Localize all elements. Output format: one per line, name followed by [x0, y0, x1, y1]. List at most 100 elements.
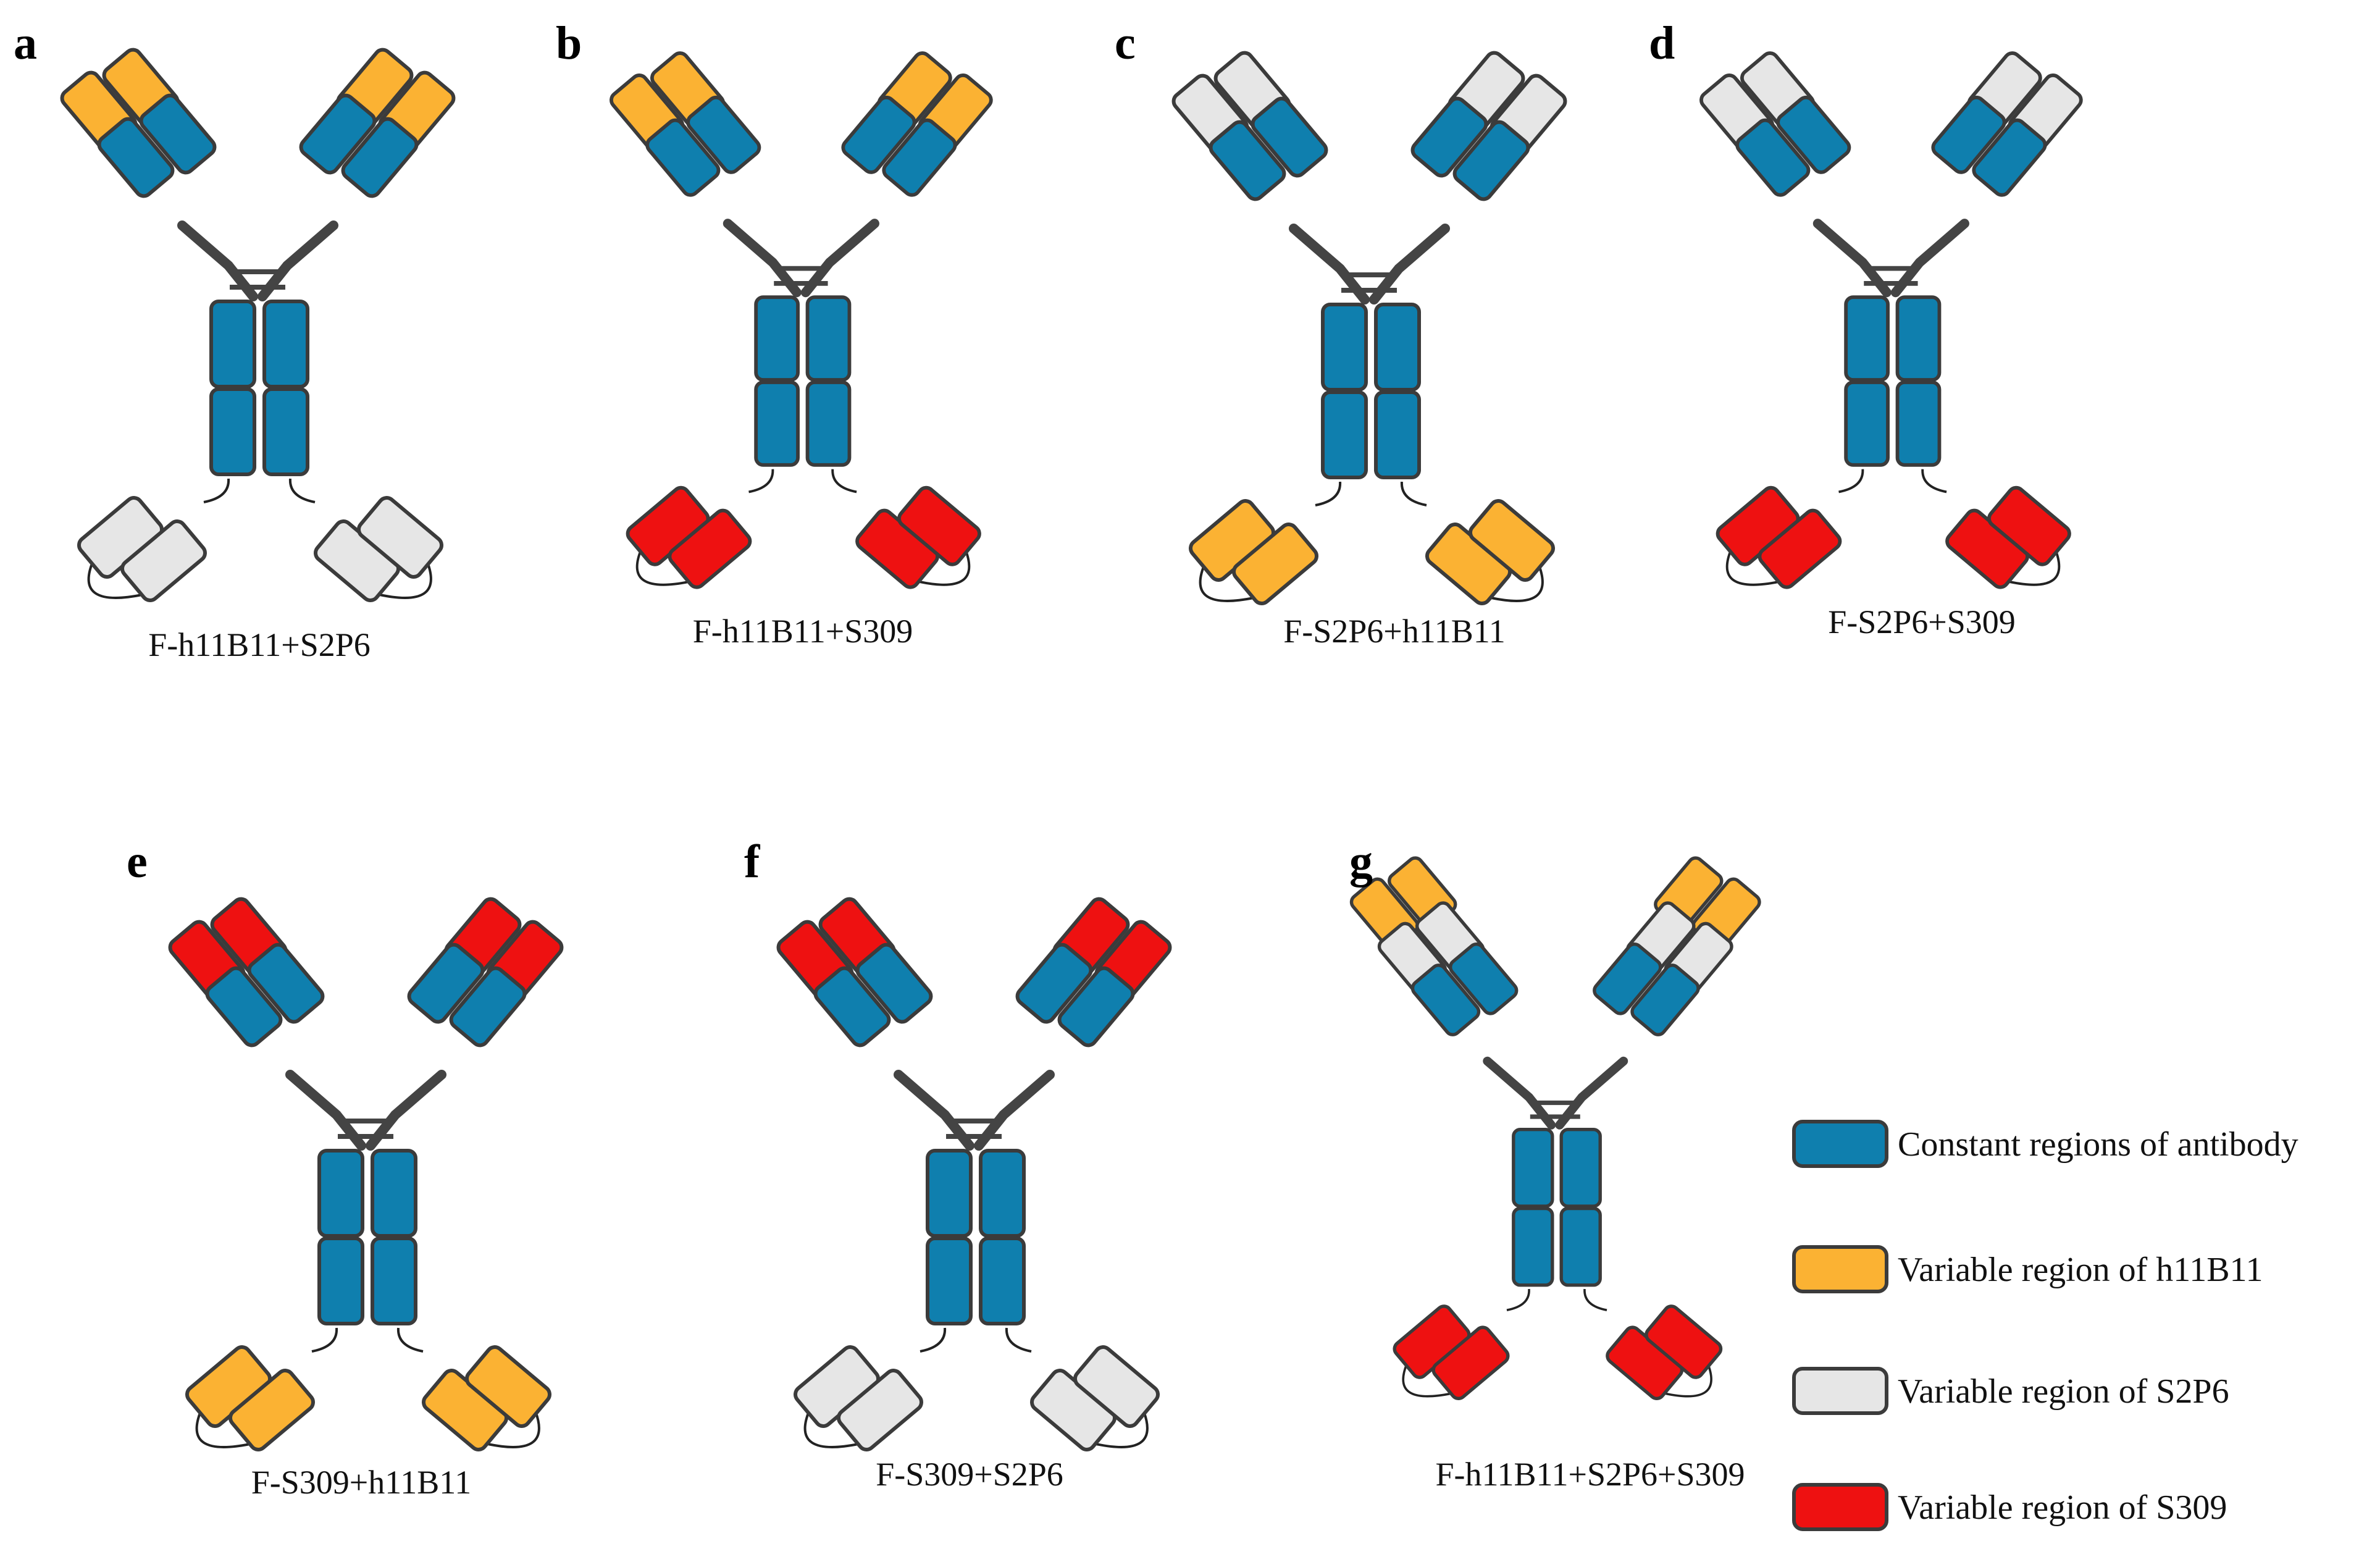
- antibody-panels: [60, 48, 2083, 1451]
- fc-constant-domain: [1512, 1206, 1554, 1287]
- panel-letter: b: [556, 17, 582, 69]
- fc-constant-domain: [317, 1149, 364, 1238]
- fc-constant-domain: [926, 1149, 973, 1238]
- fab-constant-domain: [841, 95, 916, 174]
- fab-constant-domain: [205, 966, 283, 1048]
- panel-caption: F-S2P6+h11B11: [1283, 613, 1506, 650]
- fc-constant-domain: [1321, 390, 1368, 479]
- linker: [831, 469, 857, 493]
- fc-constant-domain: [209, 300, 256, 388]
- scfv-variable-domain: [1073, 1345, 1160, 1428]
- linker: [1005, 1327, 1032, 1353]
- scfv-variable-domain: [1758, 508, 1842, 589]
- fab-constant-domain: [407, 943, 485, 1024]
- legend-label: Variable region of h11B11: [1898, 1251, 2263, 1289]
- scfv-linker: [1096, 1411, 1149, 1448]
- linker: [396, 1327, 424, 1353]
- fab-constant-domain: [1209, 120, 1286, 201]
- fc-constant-domain: [805, 295, 852, 382]
- scfv-linker: [635, 549, 689, 586]
- fc-constant-domain: [1321, 303, 1368, 392]
- linker: [1506, 1288, 1530, 1311]
- scfv-variable-domain: [1232, 523, 1318, 605]
- linker: [1315, 481, 1342, 506]
- fc-constant-domain: [1844, 295, 1890, 382]
- scfv-variable-domain: [1987, 485, 2071, 566]
- fab-constant-domain: [1057, 966, 1135, 1048]
- antibody-d: [1699, 51, 2083, 589]
- panel-letter: e: [127, 836, 148, 888]
- scfv-linker: [919, 549, 971, 586]
- legend-swatch: [1792, 1367, 1888, 1415]
- fab-constant-domain: [341, 117, 419, 198]
- fab-constant-domain: [139, 93, 217, 175]
- scfv-linker: [1491, 565, 1544, 602]
- fab-constant-domain: [1449, 942, 1519, 1015]
- panel-caption: F-S309+S2P6: [876, 1456, 1063, 1493]
- fab-constant-domain: [247, 943, 325, 1024]
- fc-constant-domain: [754, 295, 800, 382]
- fc-constant-domain: [1512, 1128, 1554, 1208]
- panel-caption: F-h11B11+S2P6+S309: [1435, 1456, 1745, 1493]
- fab-constant-domain: [97, 117, 175, 198]
- linker: [920, 1327, 947, 1353]
- legend-swatch: [1792, 1245, 1888, 1293]
- panel-letter: g: [1349, 836, 1373, 888]
- fc-constant-domain: [262, 300, 309, 388]
- scfv-variable-domain: [897, 485, 981, 566]
- antibody-e: [168, 897, 564, 1451]
- linker: [311, 1327, 338, 1353]
- scfv-linker: [1402, 1363, 1452, 1398]
- fc-constant-domain: [1844, 380, 1890, 467]
- antibody-c: [1171, 51, 1567, 605]
- scfv-linker: [379, 561, 432, 599]
- fab-constant-domain: [855, 943, 933, 1024]
- fab-constant-domain: [1630, 964, 1700, 1036]
- fab-constant-domain: [1410, 964, 1481, 1036]
- fab-constant-domain: [1735, 118, 1811, 197]
- scfv-variable-domain: [668, 508, 752, 589]
- fc-constant-domain: [1895, 295, 1942, 382]
- scfv-variable-domain: [837, 1369, 923, 1451]
- antibody-b: [610, 51, 993, 589]
- antibody-f: [776, 897, 1172, 1451]
- scfv-linker: [1725, 549, 1779, 586]
- linker: [1921, 469, 1947, 493]
- fc-constant-domain: [1559, 1206, 1602, 1287]
- scfv-variable-domain: [357, 496, 443, 579]
- fab-constant-domain: [1972, 118, 2047, 197]
- fab-constant-domain: [1931, 95, 2006, 174]
- fc-constant-domain: [371, 1237, 417, 1325]
- scfv-variable-domain: [465, 1345, 551, 1428]
- fab-constant-domain: [1776, 95, 1851, 174]
- linker: [1583, 1288, 1607, 1311]
- fab-constant-domain: [813, 966, 891, 1048]
- linker: [1400, 481, 1427, 506]
- fab-constant-domain: [686, 95, 761, 174]
- fc-constant-domain: [209, 387, 256, 476]
- legend-label: Constant regions of antibody: [1898, 1125, 2298, 1164]
- panel-caption: F-S2P6+S309: [1828, 603, 2016, 640]
- linker: [288, 478, 316, 503]
- fc-constant-domain: [1374, 390, 1421, 479]
- legend-label: Variable region of S2P6: [1898, 1372, 2229, 1411]
- legend-swatch: [1792, 1120, 1888, 1168]
- fab-constant-domain: [1452, 120, 1530, 201]
- fab-constant-domain: [882, 118, 957, 197]
- fc-constant-domain: [1559, 1128, 1602, 1208]
- panel-letter: a: [14, 17, 37, 69]
- scfv-variable-domain: [120, 519, 207, 602]
- fc-constant-domain: [754, 380, 800, 467]
- linker: [748, 469, 774, 493]
- scfv-variable-domain: [1431, 1325, 1510, 1400]
- fc-constant-domain: [979, 1237, 1026, 1325]
- fc-constant-domain: [262, 387, 309, 476]
- fc-constant-domain: [926, 1237, 973, 1325]
- scfv-linker: [803, 1411, 859, 1448]
- fab-constant-domain: [299, 93, 377, 175]
- panel-letter: d: [1649, 17, 1675, 69]
- fab-constant-domain: [1410, 96, 1488, 178]
- panel-caption: F-S309+h11B11: [251, 1464, 472, 1501]
